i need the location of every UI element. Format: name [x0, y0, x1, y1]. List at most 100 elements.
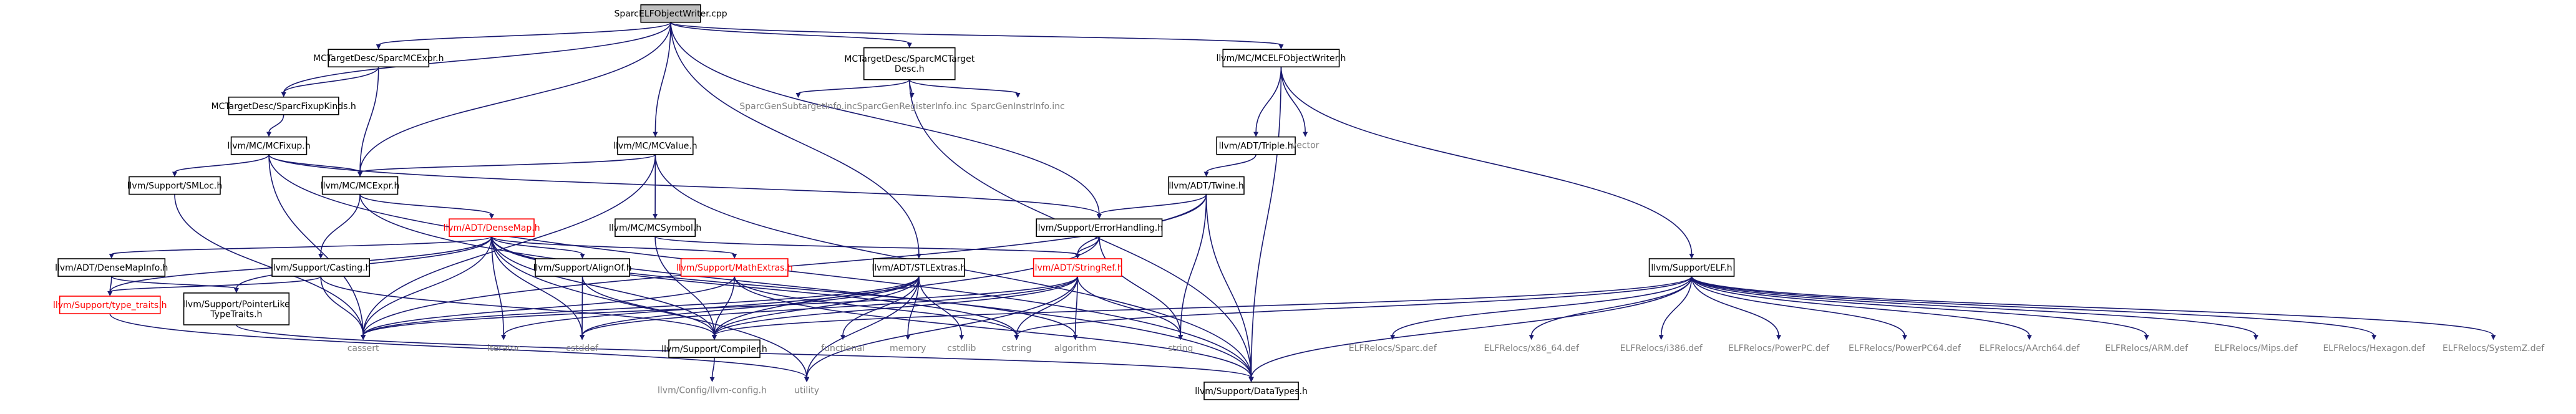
node-label: ELFRelocs/ARM.def — [2105, 344, 2189, 354]
node-sparcelfobjectwriter-cpp[interactable]: SparcELFObjectWriter.cpp — [614, 4, 727, 23]
edge-mathextras-to-cassert — [362, 276, 736, 336]
edge-densemap-to-iterator — [491, 236, 504, 336]
edge-mcvalue-to-cassert — [362, 154, 656, 336]
node-label: SparcELFObjectWriter.cpp — [614, 9, 727, 19]
node-llvm-mc-mcelfobjectwriter-h[interactable]: llvm/MC/MCELFObjectWriter.h — [1216, 49, 1346, 68]
edge-elf-to-armdef — [1691, 276, 2147, 336]
node-box — [328, 49, 430, 68]
edge-typetraits-to-utility — [109, 313, 807, 378]
edge-stlextras-to-utility — [806, 276, 920, 378]
edge-arrowhead — [172, 171, 177, 177]
edge-arrowhead — [1902, 335, 1907, 340]
node-label: SparcGenInstrInfo.inc — [971, 102, 1065, 112]
edge-layer — [107, 22, 2496, 382]
node-llvm-adt-stlextras-h[interactable]: llvm/ADT/STLExtras.h — [872, 258, 966, 277]
edge-densemap-to-alignof — [491, 236, 583, 255]
node-llvm-support-casting-h[interactable]: llvm/Support/Casting.h — [271, 258, 371, 277]
edge-mathextras-to-datatypes — [734, 276, 1252, 378]
node-label: llvm/MC/MCSymbol.h — [609, 223, 701, 233]
node-cassert: cassert — [348, 344, 379, 354]
edge-fixupkinds-to-mcfixup — [268, 114, 284, 133]
node-sparcgensubtargetinfo-inc: SparcGenSubtargetInfo.inc — [739, 102, 857, 112]
node-label: utility — [794, 386, 819, 396]
node-box — [1216, 136, 1296, 155]
edge-casting-to-compiler — [320, 276, 715, 336]
node-label: vector — [1291, 140, 1320, 150]
node-llvm-support-smloc-h[interactable]: llvm/Support/SMLoc.h — [127, 176, 223, 195]
node-label: ELFRelocs/AArch64.def — [1979, 344, 2080, 354]
edge-arrowhead — [2371, 335, 2377, 340]
node-llvm-support-mathextras-h[interactable]: llvm/Support/MathExtras.h — [676, 258, 793, 277]
edge-arrowhead — [489, 214, 495, 219]
edge-arrowhead — [318, 254, 324, 259]
edge-elf-to-i386def — [1660, 276, 1693, 336]
node-label: llvm/ADT/DenseMapInfo.h — [55, 263, 168, 273]
node-llvm-support-elf-h[interactable]: llvm/Support/ELF.h — [1648, 258, 1735, 277]
node-box — [230, 136, 308, 155]
node-llvm-adt-densemap-h[interactable]: llvm/ADT/DenseMap.h — [443, 218, 540, 238]
node-label: ELFRelocs/PowerPC64.def — [1849, 344, 1961, 354]
edge-twine-to-datatypes — [1205, 194, 1252, 378]
node-llvm-adt-densemapinfo-h[interactable]: llvm/ADT/DenseMapInfo.h — [55, 258, 168, 277]
edge-arrowhead — [653, 132, 658, 137]
node-box — [863, 47, 956, 80]
node-llvm-support-compiler-h[interactable]: llvm/Support/Compiler.h — [661, 339, 767, 359]
node-box — [1036, 218, 1163, 238]
edge-casting-to-typetraits — [109, 276, 321, 292]
node-box — [535, 258, 630, 277]
node-label: algorithm — [1054, 344, 1097, 354]
node-llvm-support-errorhandling-h[interactable]: llvm/Support/ErrorHandling.h — [1036, 218, 1163, 238]
edge-arrowhead — [1072, 335, 1078, 340]
edge-mcsymbol-to-compiler — [654, 236, 715, 336]
edge-root-to-mcexpr — [359, 22, 671, 173]
edge-casting-to-cassert — [320, 276, 364, 336]
node-llvm-mc-mcvalue-h[interactable]: llvm/MC/MCValue.h — [613, 136, 697, 155]
edge-arrowhead — [107, 291, 113, 297]
node-label: ELFRelocs/i386.def — [1620, 344, 1703, 354]
edge-mcsymbol-to-stringref — [654, 236, 1078, 255]
node-llvm-mc-mcfixup-h[interactable]: llvm/MC/MCFixup.h — [227, 136, 311, 155]
edge-arrowhead — [580, 254, 585, 259]
node-iterator: iterator — [487, 344, 520, 354]
node-label: ELFRelocs/x86_64.def — [1484, 344, 1580, 354]
node-box — [1222, 49, 1340, 68]
node-label: memory — [890, 344, 926, 354]
edge-arrowhead — [2144, 335, 2149, 340]
node-box — [183, 292, 290, 325]
edge-stringref-to-compiler — [714, 276, 1078, 336]
edge-arrowhead — [1303, 132, 1308, 137]
node-label: ELFRelocs/Mips.def — [2214, 344, 2298, 354]
edge-densemapinfo-to-pointerlike — [110, 276, 237, 289]
node-mctargetdesc-sparcfixupkinds-h[interactable]: MCTargetDesc/SparcFixupKinds.h — [211, 96, 356, 115]
node-llvm-support-alignof-h[interactable]: llvm/Support/AlignOf.h — [533, 258, 632, 277]
node-box — [59, 296, 161, 314]
edge-arrowhead — [1253, 132, 1259, 137]
node-label: llvm/Config/llvm-config.h — [658, 386, 767, 396]
edge-stlextras-to-memory — [907, 276, 920, 336]
node-llvm-mc-mcexpr-h[interactable]: llvm/MC/MCExpr.h — [321, 176, 400, 195]
node-llvm-adt-triple-h[interactable]: llvm/ADT/Triple.h — [1216, 136, 1296, 155]
edge-densemap-to-mathextras — [491, 236, 736, 255]
edge-arrowhead — [109, 254, 114, 259]
node-label: MCTargetDesc/SparcMCExpr.h — [313, 54, 444, 64]
edge-densemapinfo-to-typetraits — [109, 276, 112, 292]
edge-elf-to-compiler — [714, 276, 1693, 336]
node-cstdlib: cstdlib — [947, 344, 976, 354]
edge-arrowhead — [653, 214, 658, 219]
edge-arrowhead — [1203, 171, 1209, 177]
edge-arrowhead — [712, 335, 717, 340]
node-llvm-support-type-traits-h[interactable]: llvm/Support/type_traits.h — [53, 296, 167, 314]
edge-root-to-mctargetdesc — [670, 22, 910, 44]
node-memory: memory — [890, 344, 926, 354]
node-llvm-adt-twine-h[interactable]: llvm/ADT/Twine.h — [1168, 176, 1245, 195]
edge-stringref-to-cstring — [1016, 276, 1078, 336]
node-llvm-mc-mcsymbol-h[interactable]: llvm/MC/MCSymbol.h — [609, 218, 701, 238]
edge-mcexpr_target-to-fixupkinds — [283, 66, 379, 94]
node-llvm-adt-stringref-h[interactable]: llvm/ADT/StringRef.h — [1033, 258, 1123, 277]
edge-stlextras-to-compiler — [714, 276, 920, 336]
edge-arrowhead — [905, 335, 911, 340]
node-mctargetdesc-sparcmcexpr-h[interactable]: MCTargetDesc/SparcMCExpr.h — [313, 49, 444, 68]
node-llvm-support-datatypes-h[interactable]: llvm/Support/DataTypes.h — [1195, 382, 1308, 400]
